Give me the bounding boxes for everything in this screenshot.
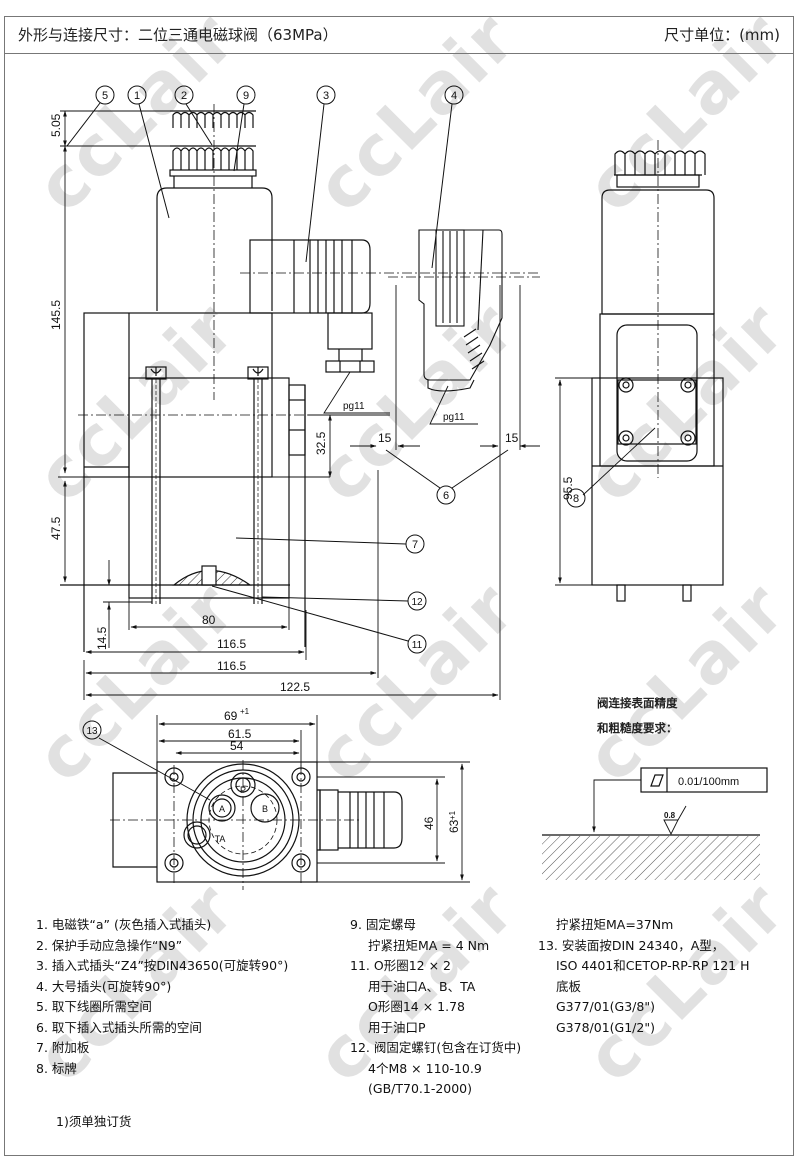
notes-column-3: 拧紧扭矩MA=37Nm 13. 安装面按DIN 24340，A型， ISO 44… <box>538 915 750 1038</box>
plug-connector-z4 <box>249 239 375 373</box>
callout-11: 11 <box>412 640 423 651</box>
nameplate-screws <box>618 377 696 446</box>
note-item: 1. 电磁铁“a” (灰色插入式插头) <box>36 917 212 932</box>
dim-14-5: 14.5 <box>95 626 109 650</box>
note-item: ISO 4401和CETOP-RP-RP 121 H <box>556 958 750 973</box>
note-item: 12. 阀固定螺钉(包含在订货中) <box>350 1040 522 1055</box>
notes-column-1: 1. 电磁铁“a” (灰色插入式插头) 2. 保护手动应急操作“N9” 3. 插… <box>36 915 288 1079</box>
note-item: 4个M8 × 110-10.9 <box>368 1060 482 1076</box>
port-b-label: B <box>262 804 268 814</box>
dim-46: 46 <box>422 816 436 830</box>
callout-1: 1 <box>134 90 140 102</box>
note-item: (GB/T70.1-2000) <box>368 1081 473 1096</box>
dim-69: 69 <box>224 709 238 723</box>
note-item: 7. 附加板 <box>36 1040 90 1055</box>
manual-override-knob-upper <box>170 110 256 128</box>
fixing-bolt-right <box>247 366 269 604</box>
note-item: 拧紧扭矩MA = 4 Nm <box>368 937 490 953</box>
note-item: G378/01(G1/2") <box>556 1019 655 1035</box>
surface-requirement <box>542 767 768 880</box>
note-item: 2. 保护手动应急操作“N9” <box>36 937 183 953</box>
side-view <box>555 140 724 602</box>
dim-122-5: 122.5 <box>280 680 310 694</box>
dim-32-5: 32.5 <box>314 431 328 455</box>
dim-15-b: 15 <box>505 431 519 445</box>
surface-title-line2: 和粗糙度要求： <box>597 721 678 735</box>
note-item: O形圈14 × 1.78 <box>368 999 465 1014</box>
note-item: G377/01(G3/8") <box>556 999 655 1014</box>
note-item: 用于油口A、B、TA <box>368 978 476 994</box>
valve-body <box>128 377 290 599</box>
drawing-frame <box>4 16 794 1156</box>
roughness-value: 0.8 <box>664 811 676 820</box>
callout-bubbles <box>66 85 586 740</box>
solenoid-body <box>156 187 273 311</box>
note-item: 底板 <box>556 978 582 994</box>
dim-69-tol: +1 <box>240 707 250 716</box>
dim-5-05: 5.05 <box>49 113 63 137</box>
bottom-view <box>98 715 470 890</box>
callout-9: 9 <box>243 90 249 102</box>
callout-3: 3 <box>323 90 329 102</box>
dim-116-5-b: 116.5 <box>217 659 246 673</box>
front-view <box>60 104 540 652</box>
callout-2: 2 <box>181 90 187 102</box>
fixing-bolt-left <box>145 366 167 604</box>
port-ta-label: TA <box>215 834 226 844</box>
page-title: 外形与连接尺寸：二位三通电磁球阀（63MPa） <box>18 26 338 44</box>
surface-title-line1: 阀连接表面精度 <box>597 696 678 710</box>
note-item: 13. 安装面按DIN 24340，A型， <box>538 937 725 953</box>
dim-15-a: 15 <box>378 431 392 445</box>
note-item: 6. 取下插入式插头所需的空间 <box>36 1019 202 1035</box>
pg11-label-a: pg11 <box>343 401 365 412</box>
callout-5: 5 <box>102 90 108 102</box>
note-item: 8. 标牌 <box>36 1060 77 1076</box>
dim-54: 54 <box>230 739 244 753</box>
note-item: 用于油口P <box>368 1019 426 1035</box>
dim-63: 63 <box>447 819 461 833</box>
callout-4: 4 <box>451 90 457 102</box>
callout-13: 13 <box>86 726 98 737</box>
notes-column-2: 9. 固定螺母 拧紧扭矩MA = 4 Nm 11. O形圈12 × 2 用于油口… <box>350 915 521 1100</box>
dim-95-5: 95.5 <box>561 476 575 500</box>
callout-12: 12 <box>411 597 423 608</box>
callout-8: 8 <box>573 493 579 505</box>
unit-label: 尺寸单位：(mm) <box>664 26 780 44</box>
dim-145-5: 145.5 <box>49 300 63 330</box>
header-bar: 外形与连接尺寸：二位三通电磁球阀（63MPa） 尺寸单位：(mm) <box>4 16 794 54</box>
note-item: 3. 插入式插头“Z4”按DIN43650(可旋转90°) <box>36 958 289 973</box>
dim-61-5: 61.5 <box>228 727 252 741</box>
flatness-value: 0.01/100mm <box>678 776 739 788</box>
note-item: 5. 取下线圈所需空间 <box>36 999 152 1014</box>
valve-adapter <box>83 312 273 478</box>
port-a-label: A <box>219 804 225 814</box>
callout-6: 6 <box>443 490 449 502</box>
footnote: 1)须单独订货 <box>56 1114 132 1129</box>
dim-116-5-a: 116.5 <box>217 637 246 651</box>
front-dimensions <box>58 110 540 700</box>
large-plug-view <box>388 229 540 392</box>
dim-47-5: 47.5 <box>49 516 63 540</box>
port-p-label: P <box>240 785 246 795</box>
dim-63-tol: +1 <box>448 810 457 820</box>
pg11-label-b: pg11 <box>443 412 465 423</box>
note-item: 9. 固定螺母 <box>350 917 416 932</box>
callout-7: 7 <box>412 539 418 551</box>
note-item: 11. O形圈12 × 2 <box>350 958 451 973</box>
note-item: 4. 大号插头(可旋转90°) <box>36 978 172 994</box>
manual-override-knob <box>169 145 257 188</box>
note-item: 拧紧扭矩MA=37Nm <box>556 917 674 932</box>
dim-80: 80 <box>202 613 216 627</box>
